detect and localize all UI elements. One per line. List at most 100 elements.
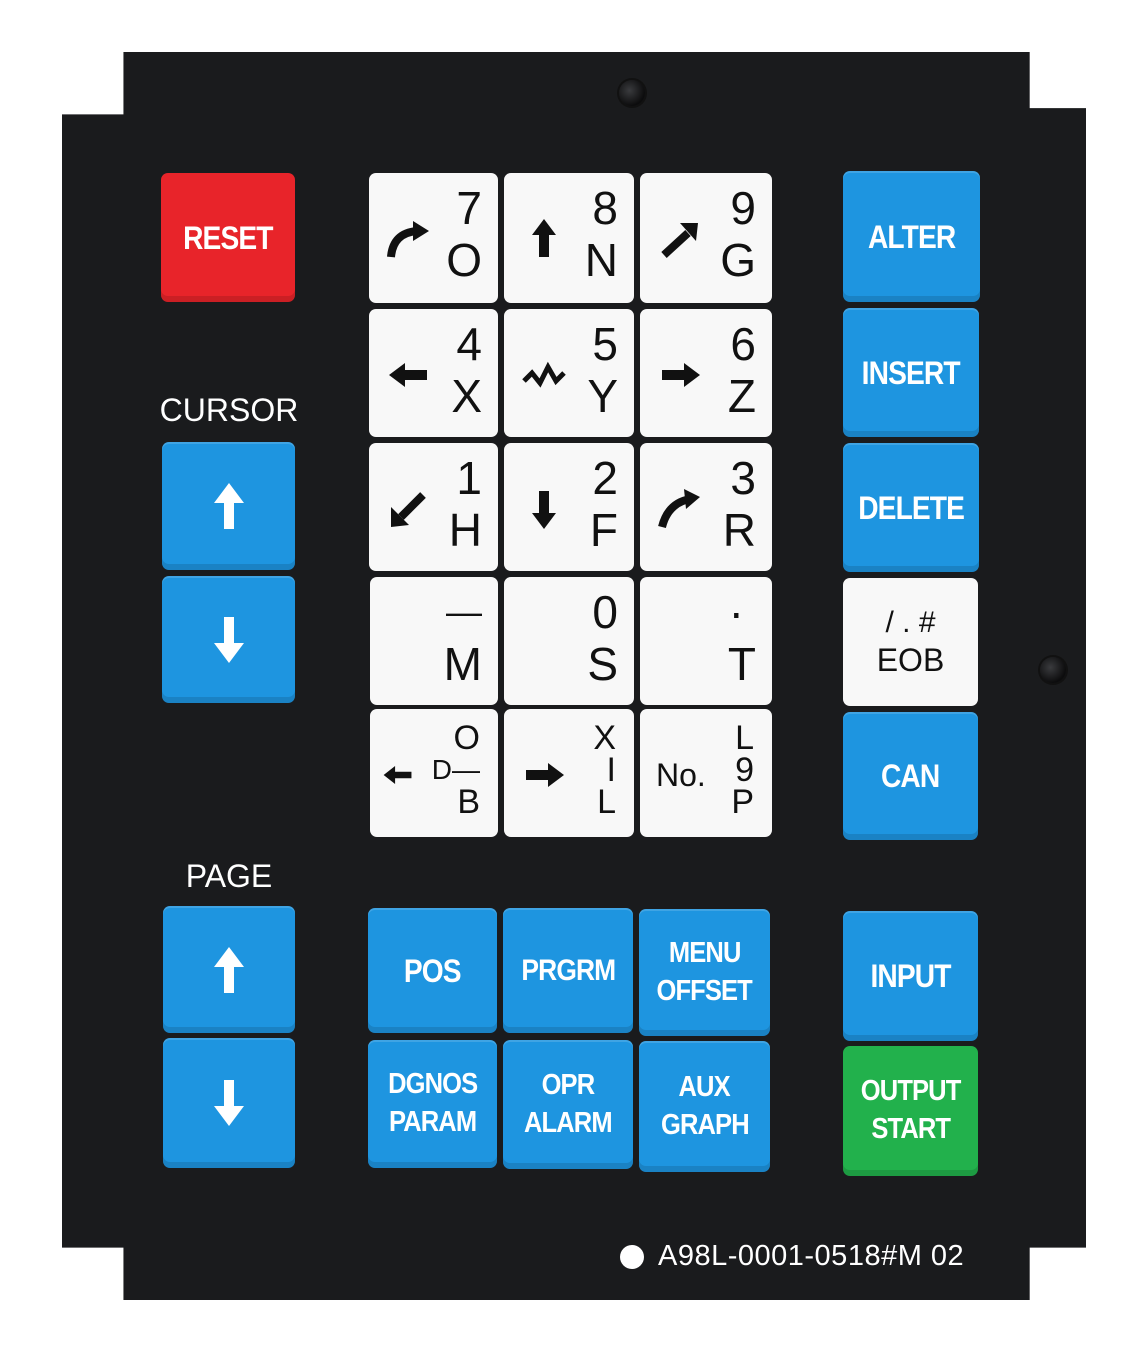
pos-label: POS [404,952,462,989]
eob-button[interactable]: / . # EOB [843,578,978,706]
arrow-up-icon [213,483,244,529]
arrow-down-icon [214,1080,244,1126]
prgrm-button[interactable]: PRGRM [503,908,633,1033]
key-top: X [593,719,616,757]
key-letter: Z [727,370,756,422]
alter-button[interactable]: ALTER [843,171,980,302]
key-letter: O [446,234,482,286]
delete-button[interactable]: DELETE [843,443,979,572]
key-bot: B [457,783,480,821]
cursor-down-button[interactable] [162,576,295,703]
key-number: 7 [456,182,482,234]
key-number: 5 [592,318,618,370]
input-label: INPUT [870,958,951,994]
key-letter: N [584,234,618,286]
key-top: L [735,719,754,757]
key-symbol: · [728,586,744,638]
arrow-curve-up-right-icon [658,489,700,529]
key-minus-m[interactable]: — M [370,577,498,705]
key-5-y[interactable]: 5 Y [504,309,634,437]
top-screw [619,80,645,106]
key-4-x[interactable]: 4 X [369,309,498,437]
key-top: O [453,719,480,757]
key-number: 8 [592,182,618,234]
menu-offset-button[interactable]: MENU OFFSET [639,909,770,1036]
reset-button[interactable]: RESET [161,173,295,302]
dgnos-label: DGNOS [387,1068,478,1101]
key-letter: S [587,638,618,690]
insert-button[interactable]: INSERT [843,308,979,437]
can-label: CAN [881,758,940,794]
key-7-o[interactable]: 7 O [369,173,498,303]
aux-graph-button[interactable]: AUX GRAPH [639,1041,770,1172]
opr-alarm-button[interactable]: OPR ALARM [503,1040,633,1169]
page-label: PAGE [185,858,273,894]
eob-label: EOB [876,642,945,678]
key-8-n[interactable]: 8 N [504,173,634,303]
key-letter: T [727,638,756,690]
key-mid: 9 [735,751,754,789]
menu-label: MENU [668,936,742,969]
arrow-up-icon [214,946,244,993]
insert-label: INSERT [862,354,961,391]
arrow-left-icon [389,363,427,387]
eob-symbols: / . # [885,606,936,639]
serial-dot-icon [620,1245,644,1269]
key-3-r[interactable]: 3 R [640,443,772,571]
key-symbol: — [446,591,482,632]
output-start-button[interactable]: OUTPUT START [843,1046,978,1176]
key-letter: M [443,638,482,690]
arrow-left-icon [383,766,412,784]
key-mid: I [606,751,616,789]
key-1-h[interactable]: 1 H [369,443,498,571]
key-dot-t[interactable]: · T [640,577,772,705]
key-number: 3 [730,452,756,504]
key-mid: D— [431,754,480,785]
key-x-i-l[interactable]: X I L [504,709,634,837]
page-down-button[interactable] [163,1038,295,1168]
key-bot: P [731,783,754,821]
offset-label: OFFSET [656,974,753,1007]
can-button[interactable]: CAN [843,712,978,840]
arrow-curve-up-right-icon [387,221,429,258]
aux-label: AUX [678,1070,731,1103]
key-2-f[interactable]: 2 F [504,443,634,571]
start-label: START [871,1113,951,1145]
arrow-right-icon [662,363,700,387]
key-number: 4 [456,318,482,370]
key-9-g[interactable]: 9 G [640,173,772,303]
key-no-l-9-p[interactable]: No. L 9 P [640,709,772,837]
key-number: 0 [592,586,618,638]
input-button[interactable]: INPUT [843,911,978,1041]
key-6-z[interactable]: 6 Z [640,309,772,437]
key-letter: Y [587,370,618,422]
key-o-d-b[interactable]: O D— B [370,709,498,837]
arrow-down-icon [213,616,244,663]
key-bot: L [597,783,616,821]
key-prefix: No. [656,757,706,793]
key-number: 6 [730,318,756,370]
alter-label: ALTER [867,218,956,255]
key-letter: H [448,504,482,556]
key-letter: X [451,370,482,422]
key-letter: R [722,504,756,556]
cursor-up-button[interactable] [162,442,295,570]
key-letter: F [589,504,618,556]
side-screw [1040,657,1066,683]
alarm-label: ALARM [524,1106,613,1139]
arrow-right-icon [526,763,564,787]
prgrm-label: PRGRM [521,953,616,987]
param-label: PARAM [388,1106,477,1138]
delete-label: DELETE [858,489,965,526]
key-number: 2 [592,452,618,504]
key-0-s[interactable]: 0 S [504,577,634,705]
graph-label: GRAPH [660,1108,750,1141]
page-up-button[interactable] [163,906,295,1033]
key-letter: G [720,234,756,286]
reset-label: RESET [183,219,273,256]
pos-button[interactable]: POS [368,908,497,1033]
cursor-label: CURSOR [159,392,299,428]
opr-label: OPR [541,1068,596,1101]
dgnos-param-button[interactable]: DGNOS PARAM [368,1040,497,1168]
arrow-down-left-icon [391,492,426,527]
